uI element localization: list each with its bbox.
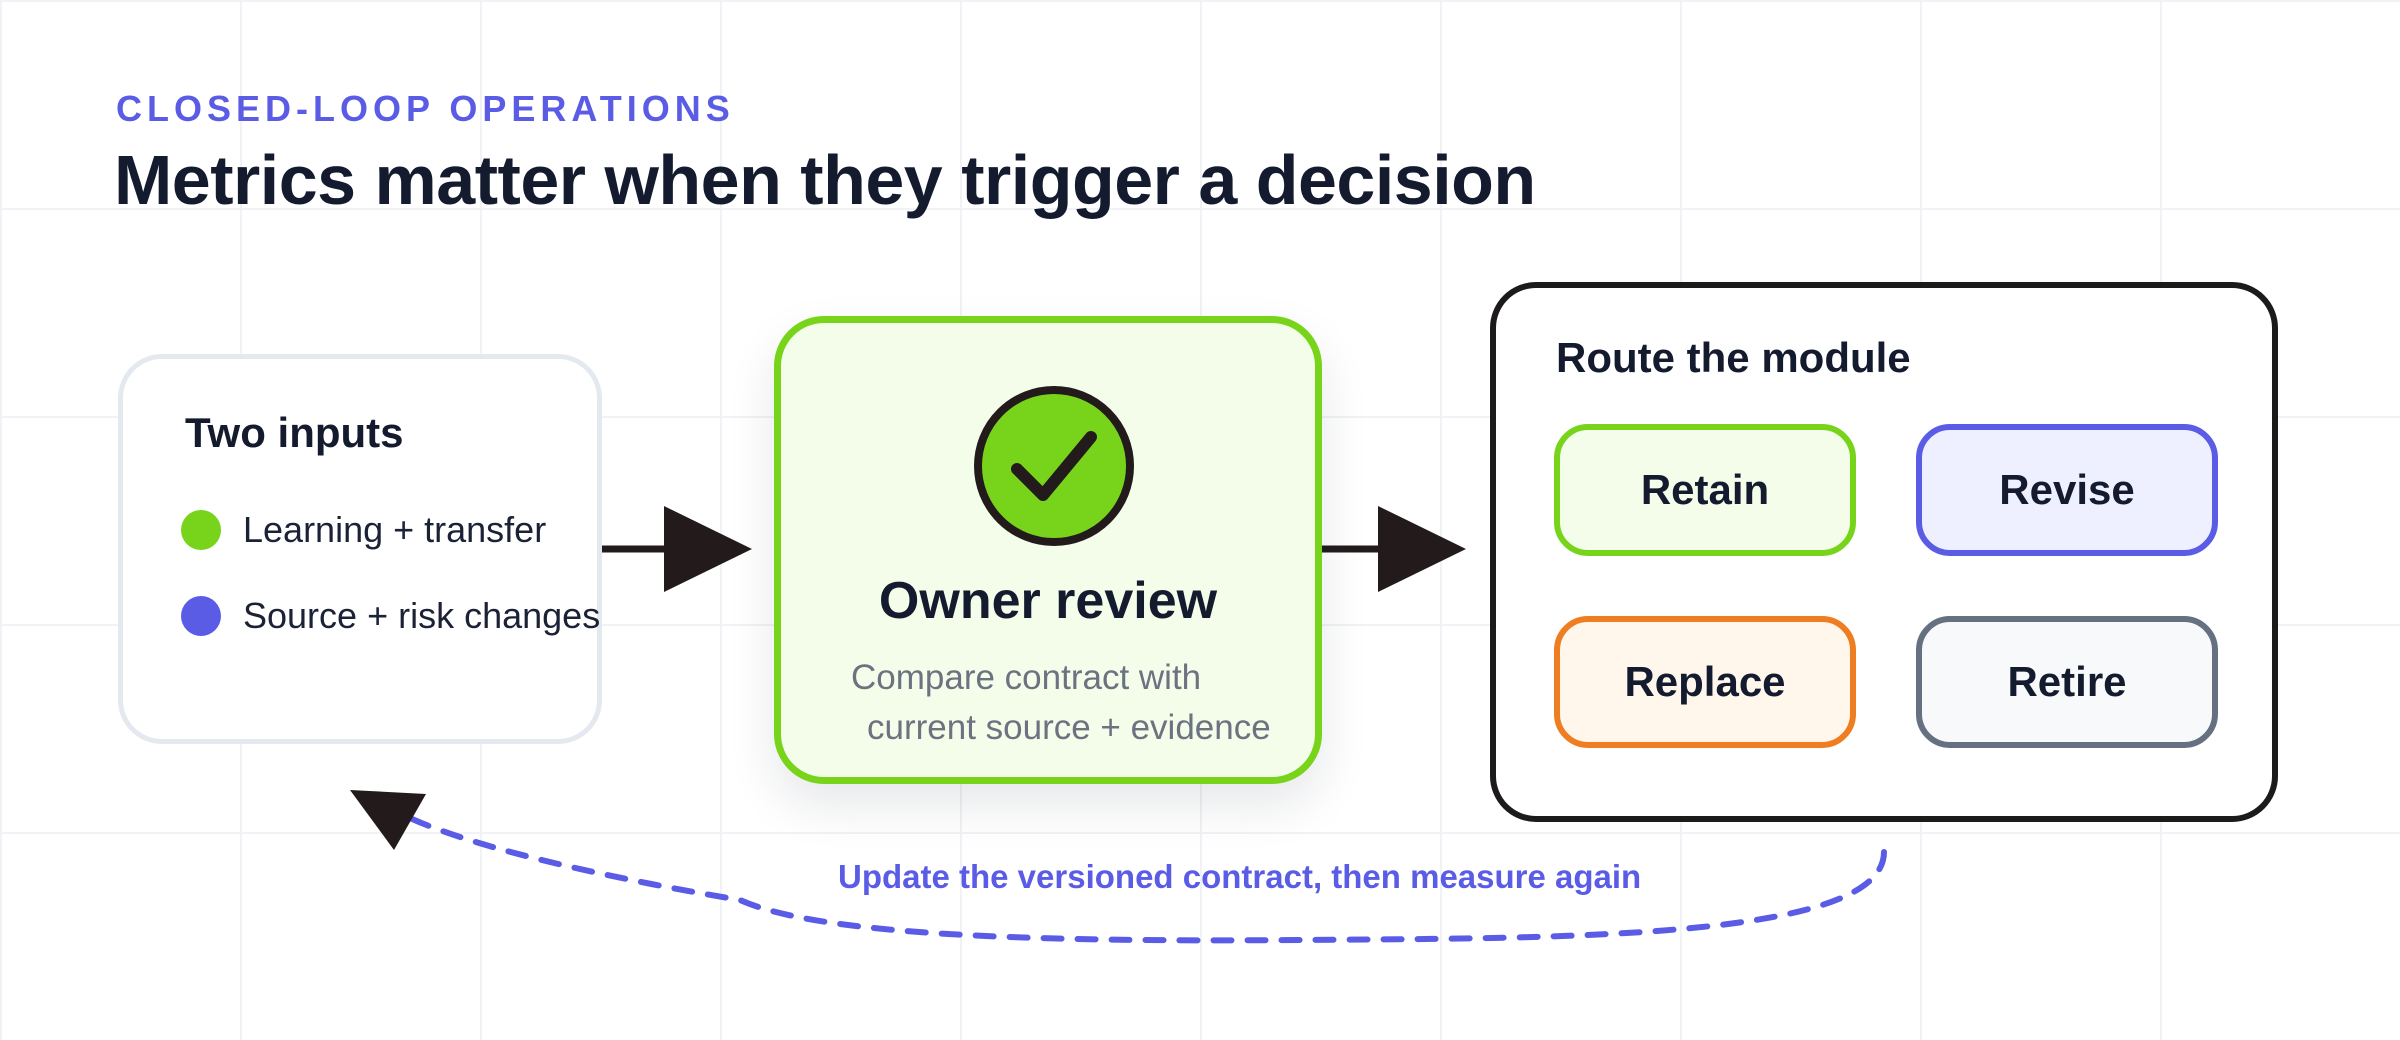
owner-review-desc-line-2: current source + evidence [867,708,1271,747]
arrow-inputs-to-review-head [664,506,752,592]
input-item-source-risk: Source + risk changes [181,595,600,637]
route-option-revise: Revise [1916,424,2218,556]
feedback-loop-path [407,815,1887,944]
route-option-retire: Retire [1916,616,2218,748]
input-item-label: Learning + transfer [243,509,547,550]
arrow-review-to-route-head [1378,506,1466,592]
page-title: Metrics matter when they trigger a decis… [114,141,1536,219]
feedback-loop-arrowhead [350,790,426,850]
owner-review-description: Compare contract with current source + e… [851,653,1311,753]
inputs-card-title: Two inputs [185,409,404,456]
eyebrow-label: CLOSED-LOOP OPERATIONS [116,88,735,129]
route-option-retain: Retain [1554,424,1856,556]
owner-review-title: Owner review [878,572,1218,630]
check-circle-icon [974,386,1134,546]
inputs-card: Two inputs Learning + transfer Source + … [118,354,602,744]
route-module-card: Route the module Retain Revise Replace R… [1490,282,2278,822]
feedback-loop-label: Update the versioned contract, then meas… [838,858,1642,895]
blue-dot-icon [181,596,221,636]
green-dot-icon [181,510,221,550]
route-module-title: Route the module [1556,334,1911,381]
input-item-label: Source + risk changes [243,595,601,636]
route-option-replace: Replace [1554,616,1856,748]
owner-review-desc-line-1: Compare contract with [851,658,1202,697]
owner-review-card: Owner review Compare contract with curre… [774,316,1322,784]
input-item-learning: Learning + transfer [181,509,546,551]
